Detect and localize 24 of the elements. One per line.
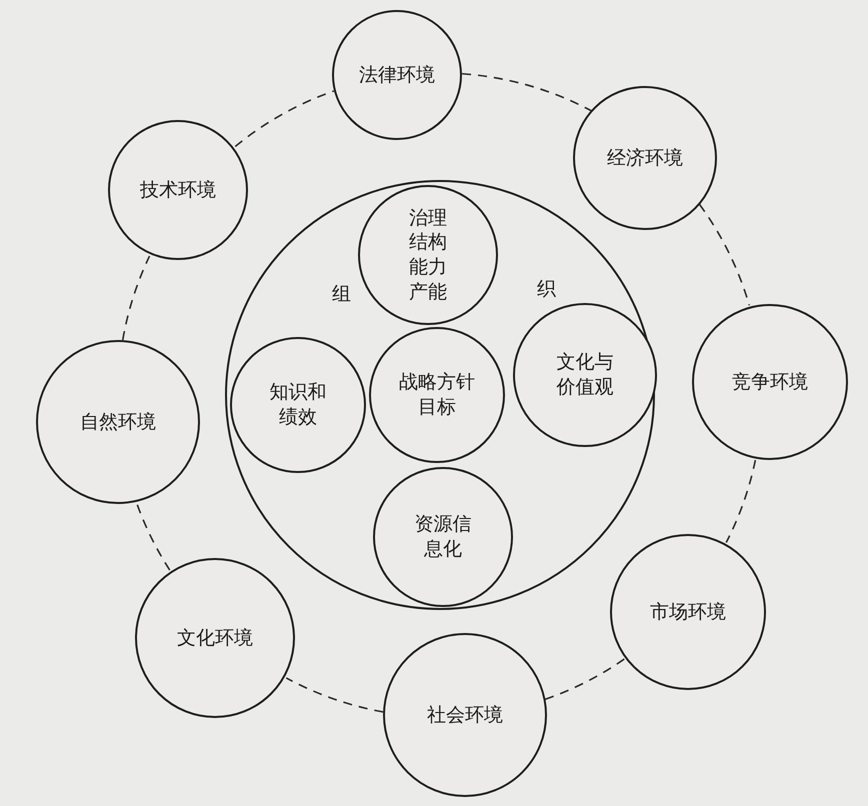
circle-label: 文化环境 (177, 626, 253, 650)
circle-label: 自然环境 (80, 410, 156, 434)
circle-label: 技术环境 (140, 178, 216, 202)
circle-label: 社会环境 (427, 702, 503, 728)
dashed-connector (698, 204, 750, 306)
circle-label: 文化与价值观 (556, 350, 614, 400)
dashed-connector (286, 677, 384, 713)
circle-label: 经济环境 (607, 146, 683, 170)
dashed-connector (122, 256, 150, 340)
circle-label: 竞争环境 (732, 370, 808, 394)
dashed-connector (136, 502, 170, 570)
circle-label: 战略方针目标 (399, 370, 475, 420)
organization-label: 组 (332, 282, 351, 307)
circle-label: 资源信息化 (414, 512, 472, 562)
organization-label: 织 (537, 277, 556, 302)
circle-label: 治理结构 (409, 206, 447, 255)
dashed-connector (462, 72, 592, 112)
dashed-connector (725, 460, 756, 543)
circle-label: 能力产能 (409, 255, 447, 304)
circle-label: 知识和绩效 (270, 380, 326, 430)
dashed-connector (545, 658, 625, 700)
circle-label: 法律环境 (359, 62, 435, 88)
dashed-connector (234, 90, 334, 148)
circle-label: 市场环境 (650, 600, 726, 624)
